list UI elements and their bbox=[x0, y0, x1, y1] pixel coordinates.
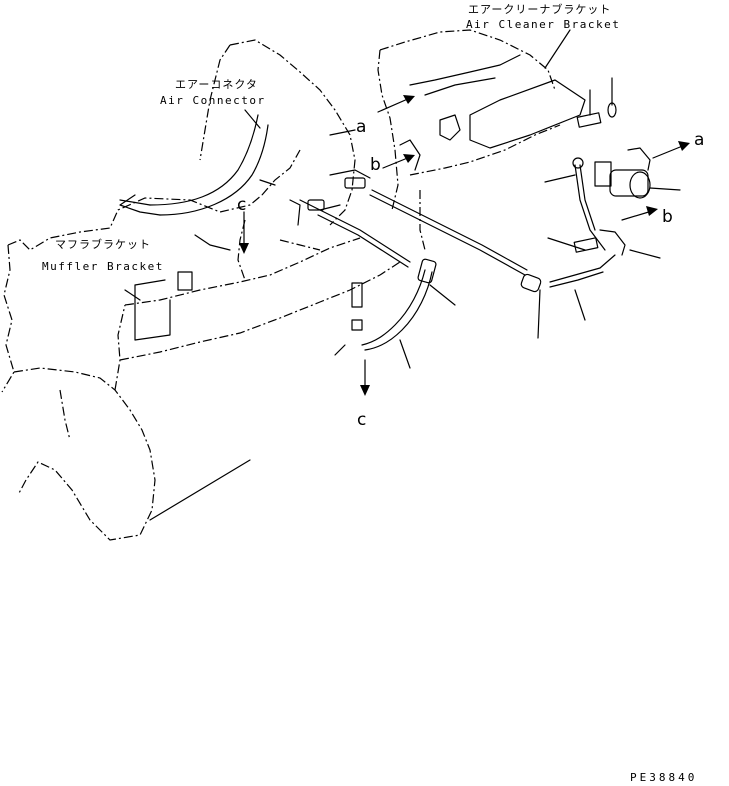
ref-a-right: a bbox=[694, 130, 704, 150]
ref-c-bottom: c bbox=[357, 410, 366, 430]
arrow-a-left bbox=[377, 97, 411, 113]
muffler-bracket-label-en: Muffler Bracket bbox=[42, 260, 164, 273]
structure-lines bbox=[119, 54, 586, 521]
drawing-code: PE38840 bbox=[630, 771, 697, 784]
air-cleaner-bracket-label-en: Air Cleaner Bracket bbox=[466, 18, 620, 31]
ref-b-right: b bbox=[662, 207, 673, 227]
flex-hose bbox=[361, 269, 426, 346]
ref-c-left: c bbox=[237, 195, 246, 215]
air-hose-assembly bbox=[317, 157, 616, 351]
arrow-b-left bbox=[382, 156, 411, 169]
air-connector-label-en: Air Connector bbox=[160, 94, 266, 107]
solenoid-valve bbox=[594, 147, 651, 256]
elbow-fitting bbox=[520, 273, 542, 293]
arrows bbox=[239, 95, 690, 396]
air-connector-label-jp: エアーコネクタ bbox=[175, 78, 258, 91]
arrow-b-right bbox=[621, 210, 653, 221]
ref-b-left: b bbox=[370, 155, 381, 175]
fittings bbox=[307, 102, 617, 331]
muffler-bracket-label-jp: マフラブラケット bbox=[55, 237, 151, 251]
arrow-a-right bbox=[652, 144, 686, 159]
leader-lines bbox=[124, 29, 681, 369]
ref-a-left: a bbox=[356, 117, 366, 137]
engine-outline bbox=[1, 29, 561, 541]
air-cleaner-bracket-label-jp: エアークリーナブラケット bbox=[468, 2, 611, 16]
